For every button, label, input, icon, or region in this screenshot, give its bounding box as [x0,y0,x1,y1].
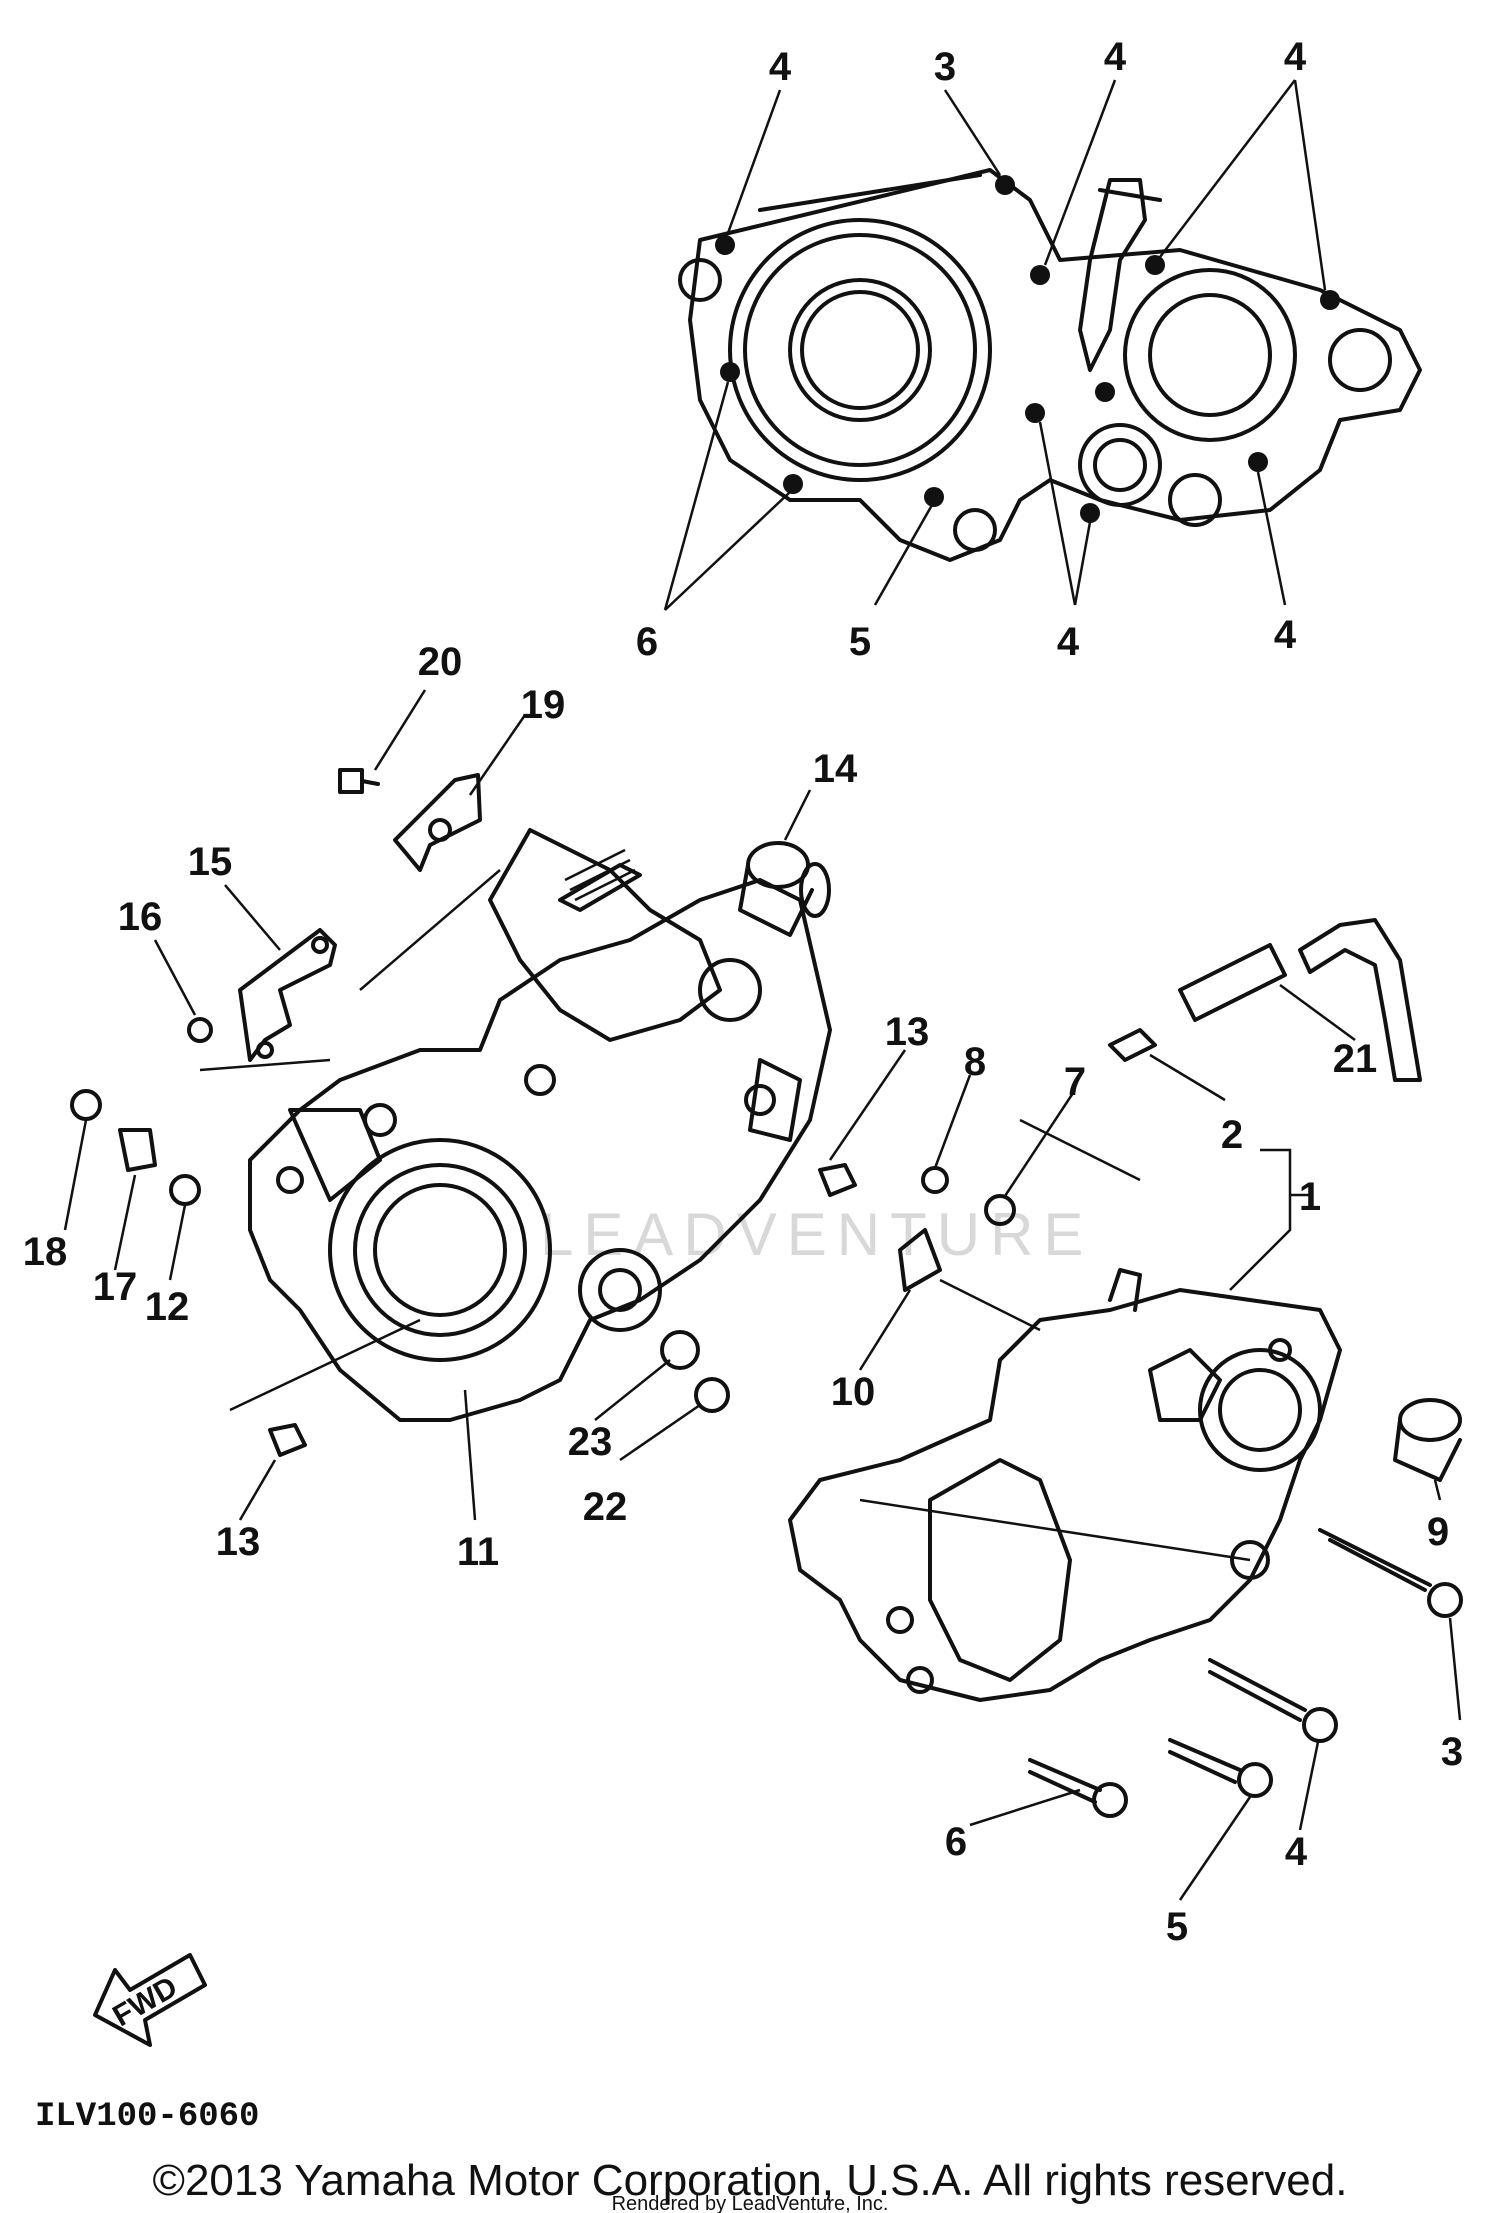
crankcase-inner-view [678,168,1422,562]
callout-label: 4 [1274,613,1297,657]
callout-label: 23 [568,1420,613,1464]
callout-label: 19 [521,683,566,727]
callout-label: 15 [188,840,233,884]
callout-label: 13 [885,1010,930,1054]
callout-label: 16 [118,895,163,939]
right-small-parts [898,918,1463,1818]
callout-label: 4 [1284,35,1307,79]
callout-label: 17 [93,1265,138,1309]
callout-label: 4 [1104,35,1127,79]
right-leader-lines [858,983,1462,1901]
callout-label: 4 [769,45,792,89]
callout-labels: 4 3 4 4 6 5 4 4 20 19 14 15 16 18 17 12 … [23,35,1463,1949]
left-leader-lines [63,689,1077,1521]
callout-label: 4 [1285,1830,1308,1874]
callout-label: 22 [583,1485,628,1529]
callout-label: 14 [813,747,858,791]
watermark: LEADVENTURE [540,1201,1093,1268]
callout-label: 8 [964,1040,986,1084]
diagram-code: ILV100-6060 [35,2098,259,2136]
copyright-text: ©2013 Yamaha Motor Corporation, U.S.A. A… [153,2156,1348,2205]
top-leader-lines [663,79,1327,611]
callout-label: 7 [1064,1060,1086,1104]
callout-label: 1 [1299,1175,1321,1219]
callout-label: 20 [418,640,463,684]
left-crankcase-half [248,828,832,1422]
callout-label: 6 [636,620,658,664]
callout-label: 21 [1333,1037,1378,1081]
callout-label: 10 [831,1370,876,1414]
callout-label: 3 [1441,1730,1463,1774]
fwd-arrow-icon: FWD [93,1953,207,2047]
callout-label: 12 [145,1285,190,1329]
callout-label: 2 [1221,1113,1243,1157]
callout-label: 5 [1166,1905,1188,1949]
callout-label: 11 [457,1530,499,1574]
rendered-by-text: Rendered by LeadVenture, Inc. [612,2193,889,2213]
callout-label: 6 [945,1820,967,1864]
callout-label: 9 [1427,1510,1449,1554]
callout-label: 3 [934,45,956,89]
callout-label: 4 [1057,620,1080,664]
callout-label: 18 [23,1230,68,1274]
left-small-parts [70,768,1016,1457]
right-crankcase-half [788,1268,1342,1702]
callout-label: 5 [849,620,871,664]
callout-label: 13 [216,1520,261,1564]
